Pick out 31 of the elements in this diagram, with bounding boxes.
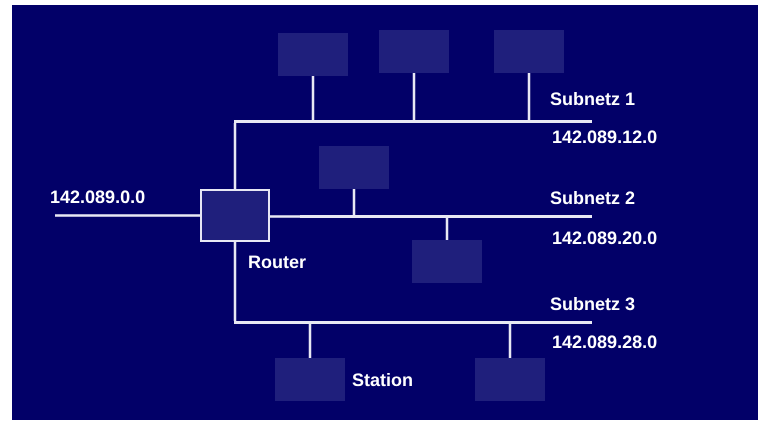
station-box xyxy=(319,146,389,189)
connection-line xyxy=(55,214,200,217)
router-box xyxy=(200,189,270,242)
connection-line xyxy=(412,73,416,120)
connection-line xyxy=(352,189,356,215)
station-box xyxy=(379,30,449,73)
connection-line xyxy=(508,324,512,358)
subnet-address: 142.089.28.0 xyxy=(552,331,658,353)
subnet-bus-line xyxy=(300,215,592,218)
connection-line xyxy=(234,242,236,321)
subnet-address: 142.089.12.0 xyxy=(552,126,658,148)
connection-line xyxy=(312,76,314,120)
subnet-bus-line xyxy=(234,321,592,324)
node-caption: Station xyxy=(352,369,413,391)
station-box xyxy=(475,358,545,401)
node-caption: Router xyxy=(248,251,306,273)
connection-line xyxy=(308,324,312,358)
station-box xyxy=(278,33,348,76)
edge-label: 142.089.0.0 xyxy=(50,186,146,208)
station-box xyxy=(494,30,564,73)
subnet-bus-line xyxy=(234,120,592,123)
station-box xyxy=(412,240,482,283)
connection-line xyxy=(446,218,448,240)
subnet-address: 142.089.20.0 xyxy=(552,227,658,249)
connection-line xyxy=(528,73,530,120)
connection-line xyxy=(270,215,300,218)
connection-line xyxy=(234,123,236,189)
subnet-name: Subnetz 1 xyxy=(550,88,636,110)
station-box xyxy=(275,358,345,401)
subnet-name: Subnetz 3 xyxy=(550,293,636,315)
subnet-name: Subnetz 2 xyxy=(550,187,636,209)
